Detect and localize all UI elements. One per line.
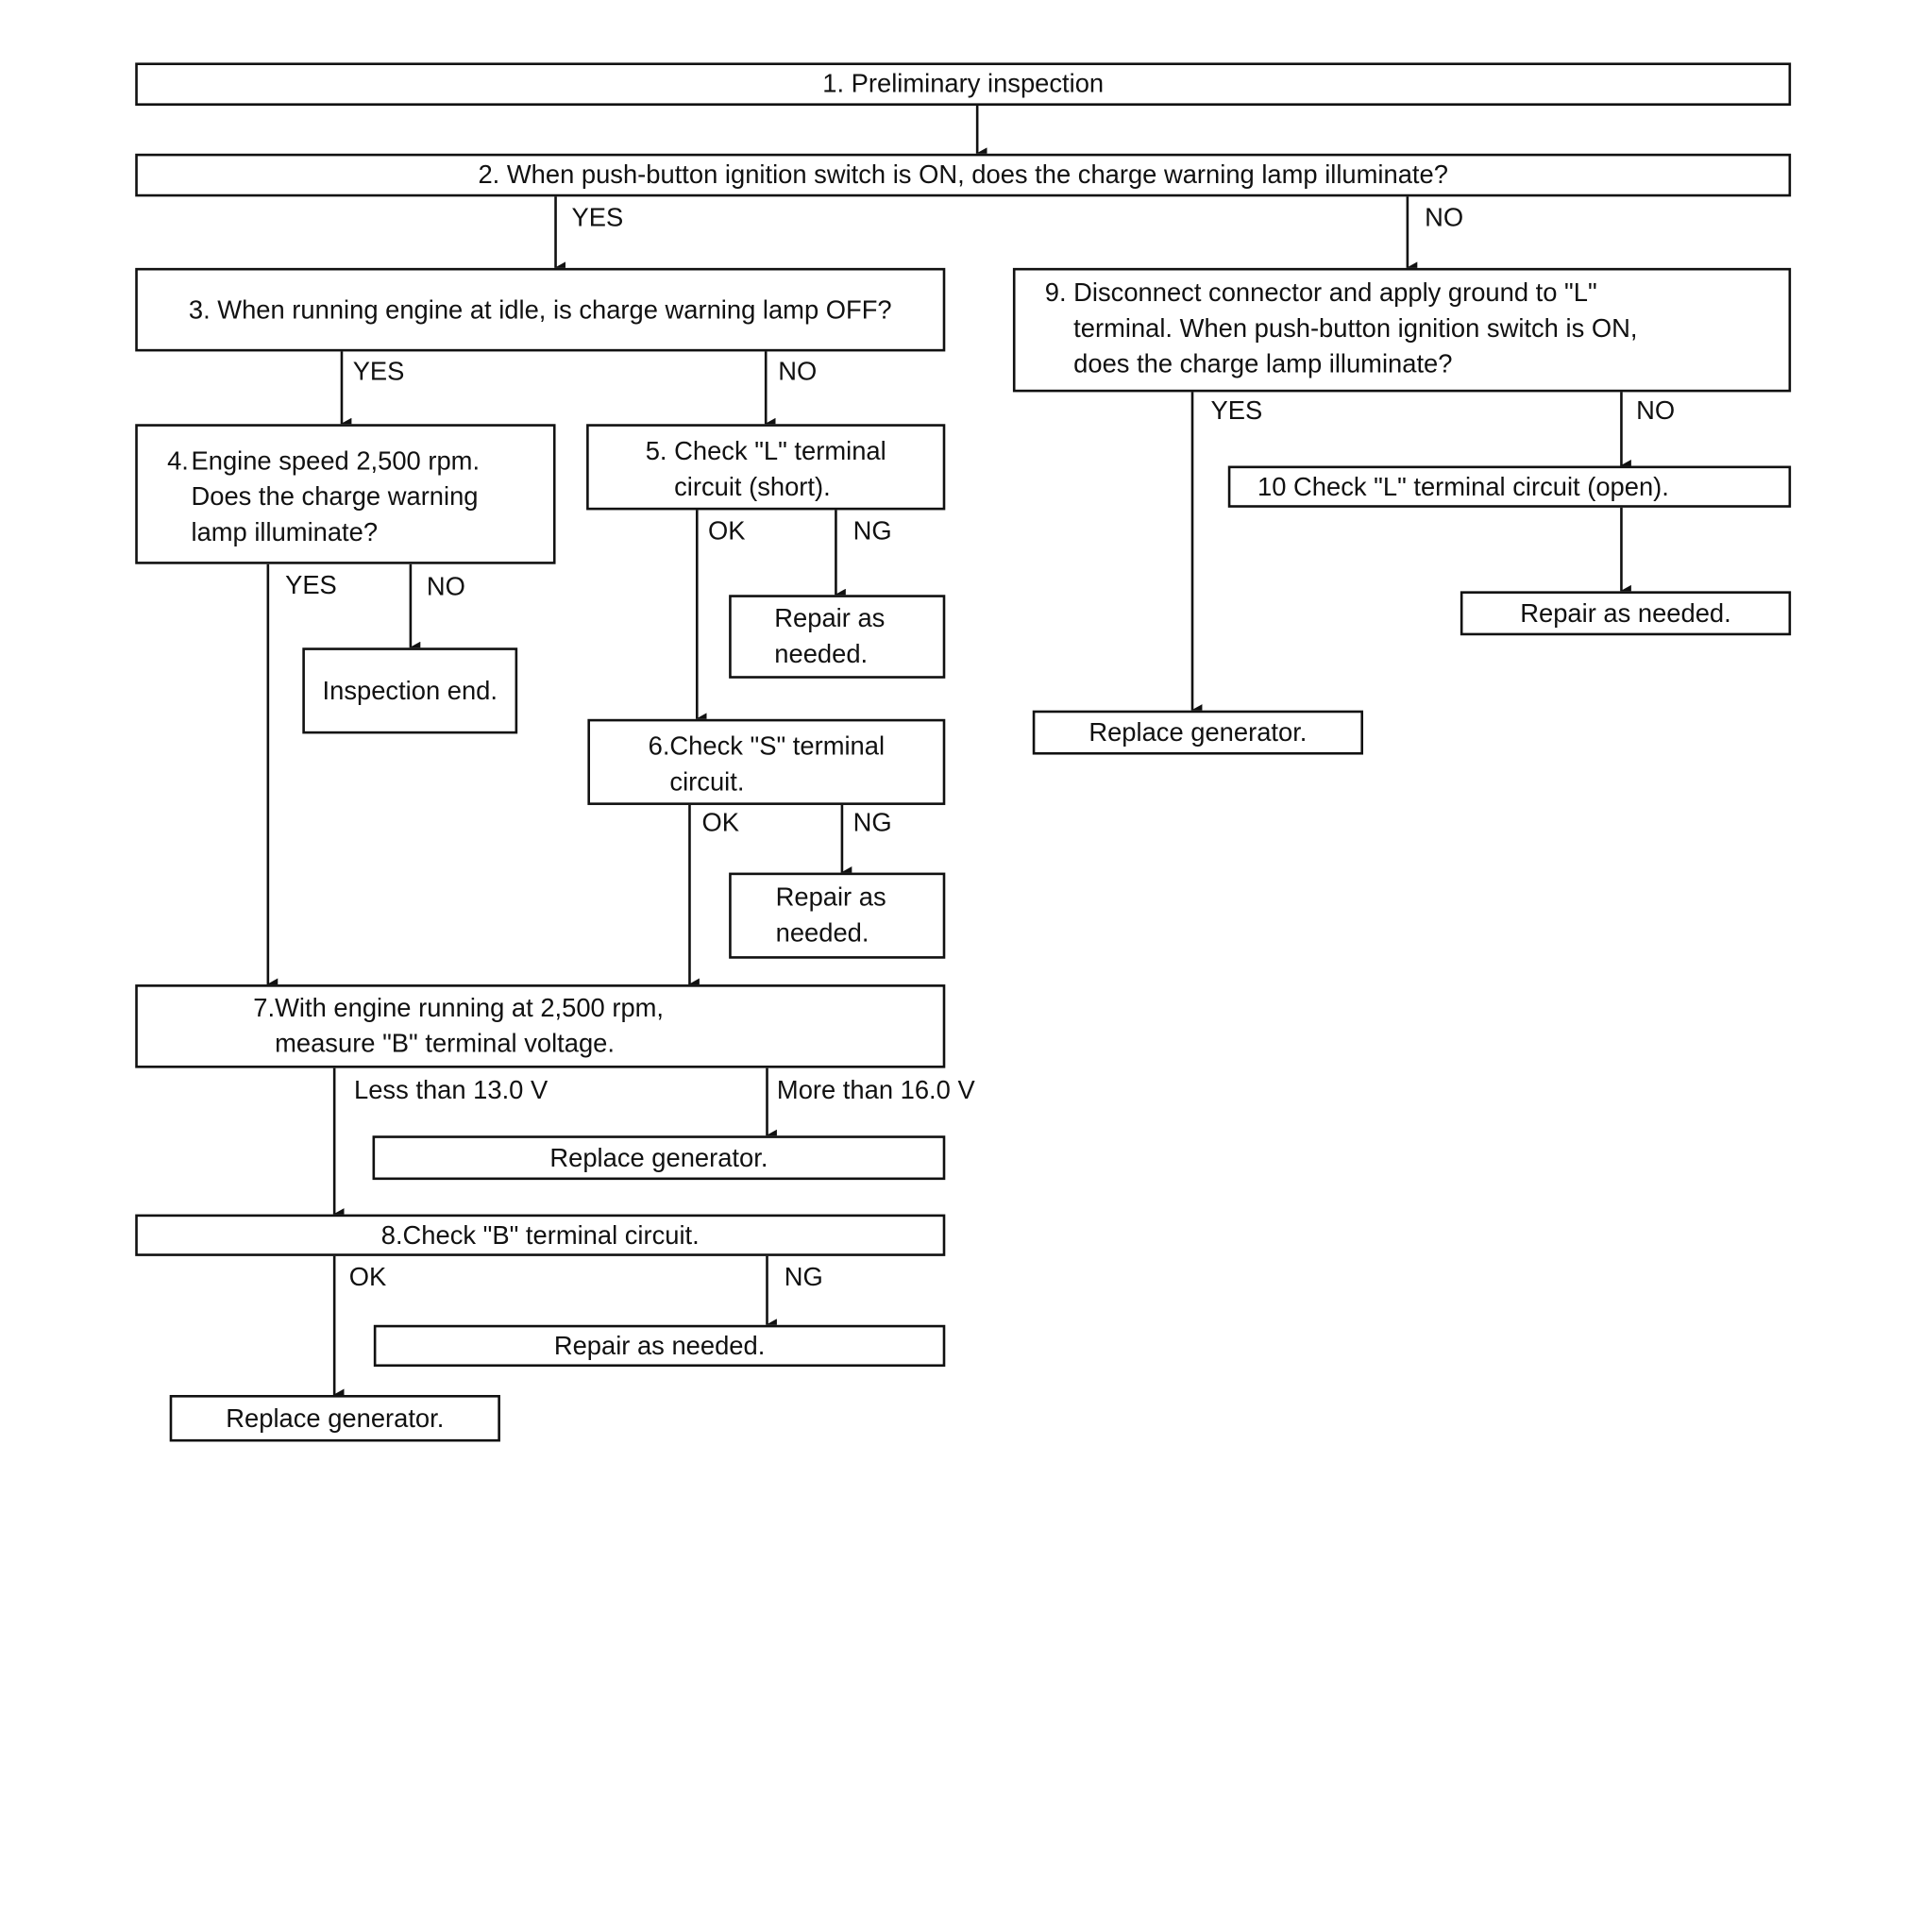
step-10-number: 10 [1257,472,1287,501]
result-repair-5: Repair as needed. [729,595,946,679]
result-repair-8: Repair as needed. [373,1324,946,1368]
result-replace-8-text: Replace generator. [226,1403,445,1433]
result-replace-8: Replace generator. [169,1395,500,1442]
step-9-text: Disconnect connector and apply ground to… [1073,278,1638,379]
step-10-text: Check "L" terminal circuit (open). [1293,472,1669,501]
result-repair-5-text: Repair as needed. [774,604,886,669]
branch-label-6-ng: NG [852,808,892,837]
result-replace-9: Replace generator. [1032,710,1364,755]
branch-label-5-ok: OK [707,517,746,546]
step-4-text: Engine speed 2,500 rpm. Does the charge … [191,447,481,547]
step-7-box: 7.With engine running at 2,500 rpm, meas… [135,984,946,1068]
branch-label-7-high: More than 16.0 V [776,1076,975,1105]
branch-label-2-yes: YES [571,204,624,233]
result-replace-7-text: Replace generator. [549,1143,768,1172]
step-1-box: 1. Preliminary inspection [135,62,1792,106]
step-9-box: 9. Disconnect connector and apply ground… [1012,267,1792,393]
step-9-number: 9. [1044,278,1067,308]
result-repair-10-text: Repair as needed. [1520,598,1731,628]
step-8-text: Check "B" terminal circuit. [402,1220,700,1250]
step-1-number: 1. [822,70,845,99]
branch-label-8-ok: OK [348,1263,387,1292]
step-2-text: When push-button ignition switch is ON, … [506,160,1448,190]
step-7-text: With engine running at 2,500 rpm, measur… [275,994,665,1059]
branch-label-3-no: NO [778,357,818,386]
step-1-text: Preliminary inspection [851,70,1105,99]
result-repair-6: Repair as needed. [729,872,946,959]
step-2-box: 2. When push-button ignition switch is O… [135,153,1792,197]
step-4-box: 4.Engine speed 2,500 rpm. Does the charg… [135,424,556,564]
step-7-number: 7. [253,994,276,1023]
branch-label-6-ok: OK [701,808,739,837]
connector-lines [266,104,1631,1402]
step-8-box: 8.Check "B" terminal circuit. [135,1214,946,1256]
step-6-box: 6.Check "S" terminal circuit. [587,718,946,805]
step-3-number: 3. [188,295,211,325]
branch-label-9-no: NO [1636,396,1676,426]
branch-label-4-no: NO [426,572,465,601]
step-8-number: 8. [380,1220,403,1250]
step-10-box: 10 Check "L" terminal circuit (open). [1227,465,1792,508]
step-5-number: 5. [645,437,667,466]
result-inspection-end: Inspection end. [302,647,518,734]
step-6-number: 6. [648,732,670,762]
branch-label-2-no: NO [1425,204,1464,233]
step-6-text: Check "S" terminal circuit. [669,732,886,797]
branch-label-5-ng: NG [852,517,892,546]
result-repair-8-text: Repair as needed. [553,1331,766,1360]
step-4-number: 4. [167,447,189,476]
step-5-box: 5. Check "L" terminal circuit (short). [586,424,946,511]
step-5-text: Check "L" terminal circuit (short). [674,437,886,502]
result-replace-7: Replace generator. [372,1135,946,1181]
result-inspection-end-text: Inspection end. [322,676,498,705]
branch-label-9-yes: YES [1210,396,1263,426]
result-replace-9-text: Replace generator. [1089,718,1308,748]
branch-label-8-ng: NG [784,1263,823,1292]
result-repair-6-text: Repair as needed. [775,883,886,949]
step-2-number: 2. [478,160,500,190]
branch-label-3-yes: YES [352,357,405,386]
branch-label-4-yes: YES [285,571,337,600]
step-3-box: 3. When running engine at idle, is charg… [135,267,946,352]
branch-label-7-low: Less than 13.0 V [353,1076,548,1105]
step-3-text: When running engine at idle, is charge w… [217,295,892,325]
result-repair-10: Repair as needed. [1460,591,1792,636]
